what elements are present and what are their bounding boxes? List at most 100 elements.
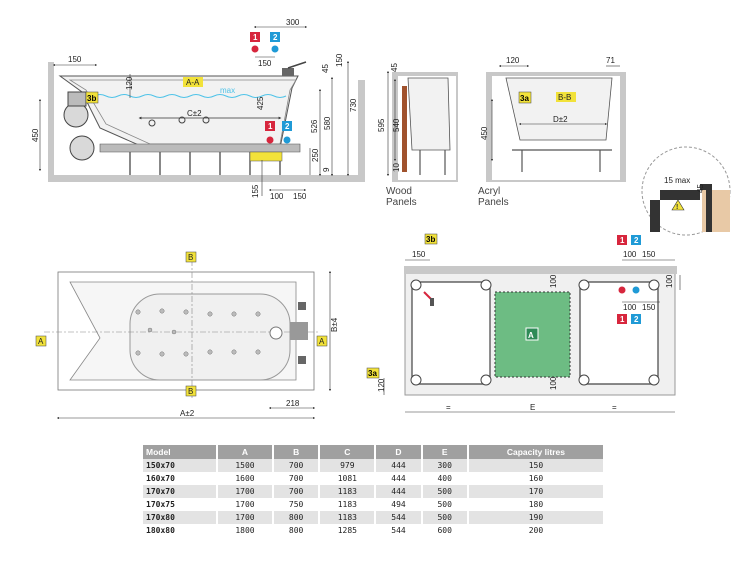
section-label-aa: A-A [186,78,200,87]
tag-a-right [316,335,328,347]
col-header-a: A [216,445,275,459]
svg-text:250: 250 [311,148,320,162]
svg-text:B-B: B-B [558,93,571,102]
svg-text:100: 100 [549,376,558,390]
svg-text:300: 300 [286,18,300,27]
svg-text:3b: 3b [87,94,96,103]
drain [249,151,283,162]
svg-text:45: 45 [696,184,705,193]
tag-3a-frame [366,367,380,379]
svg-text:A: A [319,337,325,346]
spec-table-header: Model A B C D E Capacity litres [143,445,606,459]
tag-3a-side [518,91,532,104]
svg-text:=: = [446,403,451,412]
svg-text:!: ! [676,204,678,211]
overflow-box [290,322,308,340]
wall [48,62,54,182]
svg-text:100: 100 [549,274,558,288]
floor [48,175,365,182]
svg-text:71: 71 [606,56,615,65]
section-tag-aa [183,77,203,87]
c-dim-label: C±2 [187,109,202,118]
acryl-panels-view: B-B 3a D±2 120 71 450 Acryl Panels [478,56,626,208]
svg-text:120: 120 [377,378,386,392]
svg-text:Panels: Panels [478,197,509,208]
svg-text:540: 540 [392,118,401,132]
tag-1-top [250,32,260,42]
svg-text:15 max: 15 max [664,176,690,185]
col-header-c: C [319,445,377,459]
svg-text:9: 9 [322,167,331,172]
svg-text:450: 450 [480,126,489,140]
drain-top [269,326,283,340]
warning-icon [671,199,685,211]
svg-text:155: 155 [251,184,260,198]
svg-text:100: 100 [623,303,637,312]
svg-text:1: 1 [620,236,625,245]
col-header-e: E [421,445,469,459]
jet [148,119,156,127]
faucet [282,68,294,76]
wall-right [358,80,365,180]
jet [202,116,210,124]
svg-text:B: B [188,253,193,262]
svg-text:2: 2 [273,33,278,42]
svg-text:150: 150 [642,303,656,312]
svg-text:3a: 3a [520,94,529,103]
pump-motor [63,102,89,128]
svg-text:100: 100 [270,192,284,201]
detail-view: ! 15 max 45 [641,146,731,236]
top-view: A A B B 218 A±2 B±4 [35,251,339,420]
svg-text:A: A [38,337,44,346]
svg-text:580: 580 [323,116,332,130]
svg-text:3a: 3a [368,369,377,378]
svg-text:Acryl: Acryl [478,186,500,197]
svg-text:3b: 3b [426,235,435,244]
side-section-view: max A-A C±2 3b 1 2 1 2 [31,18,365,201]
svg-text:526: 526 [310,119,319,133]
svg-text:150: 150 [68,55,82,64]
svg-text:=: = [612,403,617,412]
tag-3b-frame [424,233,438,245]
tag-3b-side [85,91,99,104]
svg-text:218: 218 [286,399,300,408]
svg-text:45: 45 [390,63,399,72]
svg-text:1: 1 [268,122,273,131]
svg-text:2: 2 [285,122,290,131]
tag-a-left [35,335,47,347]
svg-text:120: 120 [125,76,134,90]
svg-text:150: 150 [412,250,426,259]
svg-text:595: 595 [377,118,386,132]
svg-text:450: 450 [31,128,40,142]
col-header-b: B [273,445,321,459]
frame-view: A 3b 3a 1 2 1 2 150 100 150 100 150 1 [366,233,681,413]
svg-text:1: 1 [620,315,625,324]
svg-text:A±2: A±2 [180,409,195,418]
water-line [69,94,287,98]
svg-text:150: 150 [258,59,272,68]
svg-text:A: A [528,331,534,340]
svg-text:150: 150 [293,192,307,201]
svg-text:B: B [188,387,193,396]
svg-text:150: 150 [642,250,656,259]
section-tag-bb [556,92,576,102]
tag-2-top [270,32,280,42]
tag-b-bottom [185,385,197,397]
svg-text:E: E [530,403,535,412]
svg-text:120: 120 [506,56,520,65]
col-header-model: Model [143,445,218,459]
svg-text:Panels: Panels [386,197,417,208]
jet [178,116,186,124]
max-label: max [220,86,235,95]
wood-panels-view: 45 595 540 10 Wood Panels [377,63,458,208]
tub-outline [58,75,299,151]
svg-text:10: 10 [392,163,401,172]
